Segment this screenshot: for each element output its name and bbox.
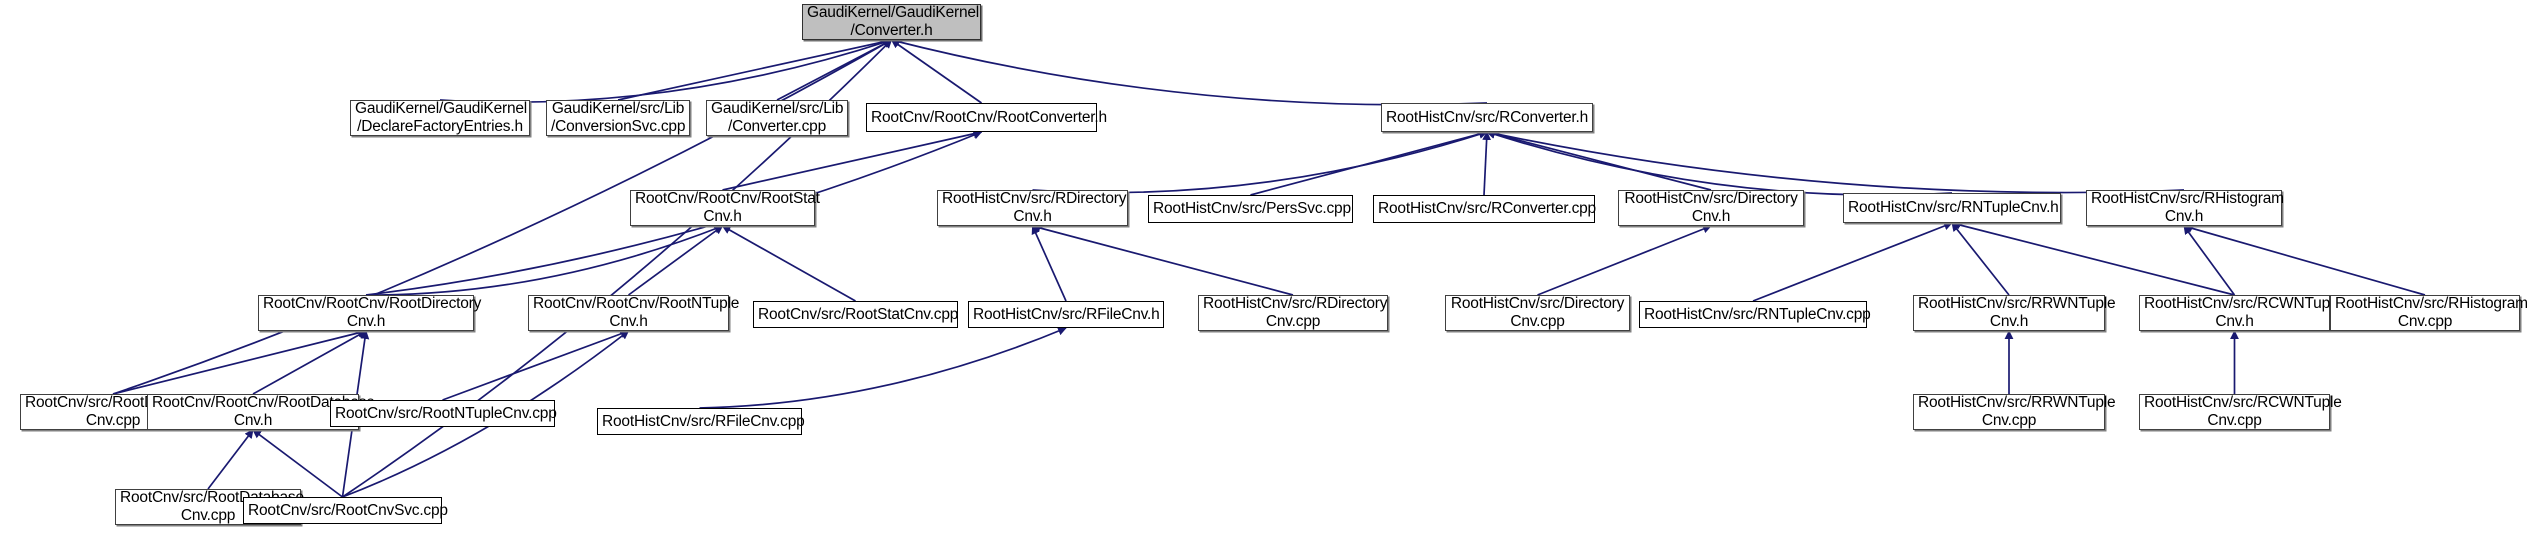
graph-node-label: RootHistCnv/src/RRWNTuple Cnv.h <box>1918 295 2116 330</box>
graph-edge <box>1951 220 2235 296</box>
graph-edge <box>1031 223 1294 296</box>
graph-node-label: RootHistCnv/src/RFileCnv.h <box>973 305 1160 323</box>
graph-edge <box>617 37 893 101</box>
graph-node[interactable]: RootHistCnv/src/RFileCnv.h <box>968 301 1164 328</box>
graph-node[interactable]: RootHistCnv/src/Directory Cnv.h <box>1618 190 1804 226</box>
graph-node-label: RootHistCnv/src/RHistogram Cnv.h <box>2091 190 2284 225</box>
graph-node-label: RootCnv/RootCnv/RootDirectory Cnv.h <box>263 295 482 330</box>
graph-edge <box>776 39 893 101</box>
graph-node-label: RootHistCnv/src/Directory Cnv.h <box>1624 190 1798 225</box>
graph-edge <box>207 429 254 490</box>
graph-node[interactable]: RootCnv/RootCnv/RootStat Cnv.h <box>630 190 820 226</box>
graph-node[interactable]: RootCnv/RootCnv/RootDatabase Cnv.h <box>147 394 375 430</box>
graph-node-label: RootCnv/src/RootCnvSvc.cpp <box>248 501 448 519</box>
graph-node-label: RootHistCnv/src/RFileCnv.cpp <box>602 412 805 430</box>
graph-node-label: RootHistCnv/src/RCWNTuple Cnv.h <box>2144 295 2342 330</box>
graph-node[interactable]: RootCnv/src/RootNTupleCnv.cpp <box>330 400 557 427</box>
graph-edge <box>1482 131 1492 196</box>
graph-node-label: RootHistCnv/src/RCWNTuple Cnv.cpp <box>2144 394 2342 429</box>
graph-edge <box>1486 129 1712 191</box>
graph-edge <box>1951 222 2010 296</box>
graph-node-label: RootHistCnv/src/PersSvc.cpp <box>1153 200 1351 217</box>
graph-node[interactable]: RootHistCnv/src/RRWNTuple Cnv.cpp <box>1913 394 2116 430</box>
graph-edge <box>1752 221 1953 302</box>
graph-node[interactable]: RootCnv/RootCnv/RootDirectory Cnv.h <box>258 295 482 331</box>
graph-edge <box>439 38 893 104</box>
graph-node-label: RootHistCnv/src/RHistogram Cnv.cpp <box>2335 295 2527 330</box>
graph-node[interactable]: RootHistCnv/src/RHistogram Cnv.h <box>2086 190 2284 226</box>
graph-node[interactable]: RootHistCnv/src/RFileCnv.cpp <box>597 408 805 435</box>
graph-node-label: RootCnv/RootCnv/RootNTuple Cnv.h <box>533 295 740 330</box>
graph-node-label: RootCnv/src/RootNTupleCnv.cpp <box>335 404 557 422</box>
graph-node[interactable]: RootHistCnv/src/RDirectory Cnv.cpp <box>1198 295 1388 331</box>
graph-node-label: RootHistCnv/src/RDirectory Cnv.cpp <box>1203 295 1388 330</box>
graph-node-label: GaudiKernel/GaudiKernel /Converter.h <box>807 4 980 39</box>
graph-node-label: RootHistCnv/src/RConverter.cpp <box>1378 200 1596 217</box>
graph-edge <box>442 329 630 401</box>
graph-node-label: GaudiKernel/src/Lib /Converter.cpp <box>711 100 844 135</box>
graph-node-label: RootCnv/RootCnv/RootConverter.h <box>871 108 1107 126</box>
graph-edge <box>1031 225 1067 302</box>
graph-node[interactable]: RootHistCnv/src/RConverter.h <box>1381 103 1593 132</box>
graph-edge <box>890 39 982 104</box>
graph-edge <box>890 37 1488 106</box>
graph-node[interactable]: RootHistCnv/src/Directory Cnv.cpp <box>1445 295 1630 331</box>
graph-node-root[interactable]: GaudiKernel/GaudiKernel /Converter.h <box>802 4 981 40</box>
graph-node-label: RootCnv/RootCnv/RootDatabase Cnv.h <box>152 394 375 429</box>
graph-node-label: RootHistCnv/src/RNTupleCnv.h <box>1848 199 2059 216</box>
graph-edge <box>1537 224 1712 296</box>
graph-node[interactable]: GaudiKernel/src/Lib /Converter.cpp <box>706 100 848 136</box>
graph-node-label: GaudiKernel/src/Lib /ConversionSvc.cpp <box>551 100 686 135</box>
graph-node[interactable]: RootHistCnv/src/RDirectory Cnv.h <box>937 190 1128 226</box>
graph-edge <box>2183 225 2236 296</box>
graph-edge <box>1032 130 1488 194</box>
graph-edge <box>252 330 367 395</box>
graph-edge <box>1486 130 1953 196</box>
graph-node-label: RootCnv/src/RootStatCnv.cpp <box>758 305 959 323</box>
graph-node[interactable]: GaudiKernel/GaudiKernel /DeclareFactoryE… <box>350 100 530 136</box>
graph-edge <box>627 225 724 296</box>
graph-node[interactable]: RootCnv/src/RootStatCnv.cpp <box>753 301 958 328</box>
graph-node-label: RootHistCnv/src/RDirectory Cnv.h <box>942 190 1127 225</box>
graph-node[interactable]: RootHistCnv/src/RNTupleCnv.h <box>1843 193 2061 223</box>
graph-node[interactable]: RootHistCnv/src/RCWNTuple Cnv.cpp <box>2139 394 2342 430</box>
graph-node-label: RootHistCnv/src/Directory Cnv.cpp <box>1450 295 1625 330</box>
graph-edge <box>252 429 344 498</box>
graph-edge <box>365 224 724 296</box>
graph-node-label: RootCnv/RootCnv/RootStat Cnv.h <box>635 190 820 225</box>
graph-node[interactable]: RootHistCnv/src/PersSvc.cpp <box>1148 195 1353 223</box>
graph-node[interactable]: RootCnv/RootCnv/RootNTuple Cnv.h <box>528 295 740 331</box>
graph-edge <box>699 326 1067 409</box>
graph-edge <box>1250 129 1488 196</box>
graph-edge <box>1486 129 2185 194</box>
graph-node[interactable]: RootCnv/src/RootCnvSvc.cpp <box>243 497 448 524</box>
graph-node[interactable]: RootHistCnv/src/RCWNTuple Cnv.h <box>2139 295 2342 331</box>
graph-edge <box>722 129 983 191</box>
graph-node-label: RootHistCnv/src/RRWNTuple Cnv.cpp <box>1918 394 2116 429</box>
graph-node-label: GaudiKernel/GaudiKernel /DeclareFactoryE… <box>355 100 528 135</box>
graph-node[interactable]: RootHistCnv/src/RNTupleCnv.cpp <box>1639 301 1871 328</box>
graph-node[interactable]: RootCnv/RootCnv/RootConverter.h <box>866 103 1107 132</box>
graph-node[interactable]: RootHistCnv/src/RHistogram Cnv.cpp <box>2330 295 2527 331</box>
graph-node-label: RootHistCnv/src/RConverter.h <box>1386 108 1588 126</box>
graph-node[interactable]: GaudiKernel/src/Lib /ConversionSvc.cpp <box>546 100 690 136</box>
graph-node[interactable]: RootHistCnv/src/RConverter.cpp <box>1373 195 1596 223</box>
graph-edge <box>2183 223 2426 296</box>
graph-node[interactable]: RootHistCnv/src/RRWNTuple Cnv.h <box>1913 295 2116 331</box>
graph-edge <box>112 328 367 395</box>
graph-node-label: RootHistCnv/src/RNTupleCnv.cpp <box>1644 305 1871 323</box>
graph-edge <box>721 225 856 302</box>
